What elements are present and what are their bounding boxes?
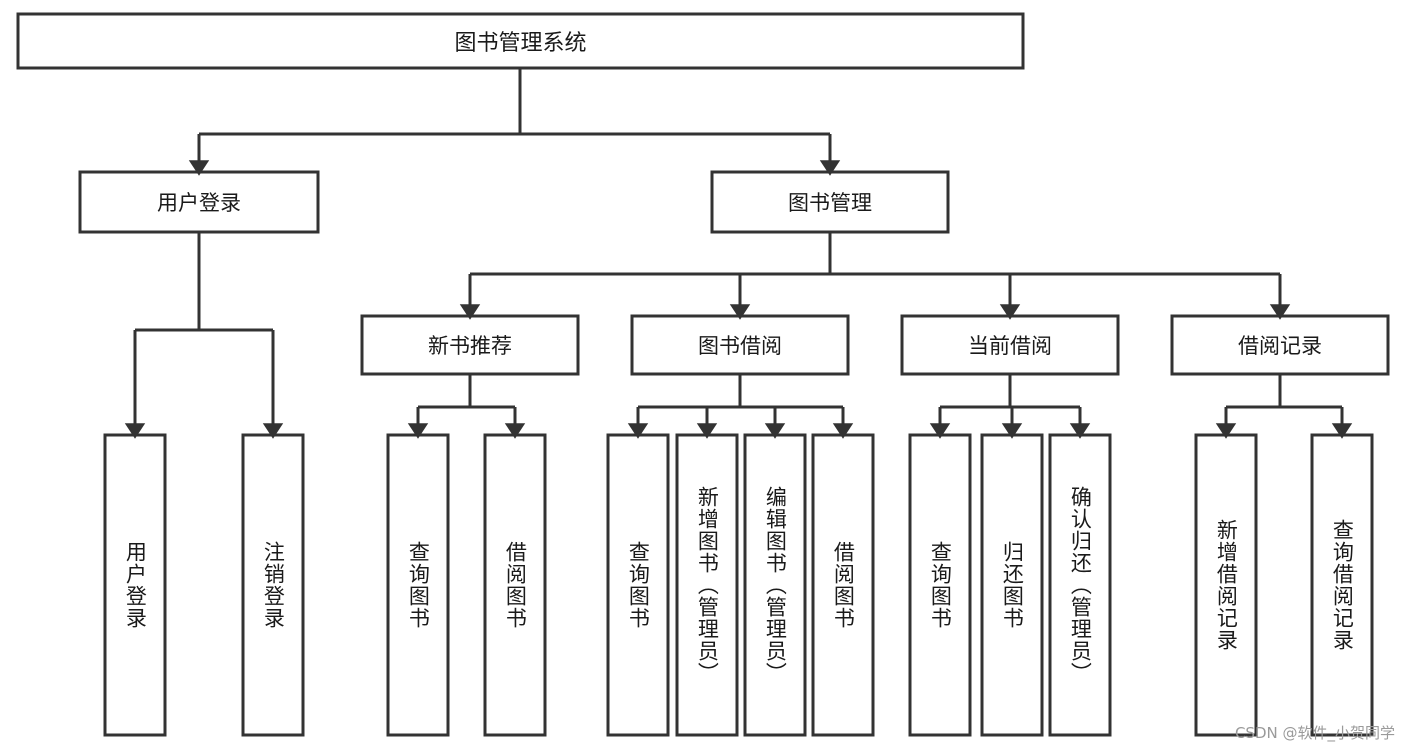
node-leaf-add-record-box[interactable]	[1194, 433, 1258, 737]
node-leaf-query-record-box[interactable]	[1310, 433, 1374, 737]
node-leaf-return-book-box[interactable]	[980, 433, 1044, 737]
node-leaf-add-book-box[interactable]	[675, 433, 739, 737]
node-leaf-logout-box[interactable]	[241, 433, 305, 737]
node-leaf-borrow-book-2-box[interactable]	[811, 433, 875, 737]
node-user-login-box[interactable]	[78, 170, 320, 234]
node-book-borrow-box[interactable]	[630, 314, 850, 376]
node-leaf-edit-book-box[interactable]	[743, 433, 807, 737]
node-leaf-user-login-box[interactable]	[103, 433, 167, 737]
node-new-book-rec-box[interactable]	[360, 314, 580, 376]
node-leaf-query-book-1-box[interactable]	[386, 433, 450, 737]
node-current-borrow-box[interactable]	[900, 314, 1120, 376]
node-book-manage-box[interactable]	[710, 170, 950, 234]
node-leaf-borrow-book-1-box[interactable]	[483, 433, 547, 737]
node-leaf-query-book-3-box[interactable]	[908, 433, 972, 737]
node-root-box[interactable]	[16, 12, 1025, 70]
node-borrow-record-box[interactable]	[1170, 314, 1390, 376]
node-leaf-query-book-2-box[interactable]	[606, 433, 670, 737]
node-leaf-confirm-return-box[interactable]	[1048, 433, 1112, 737]
